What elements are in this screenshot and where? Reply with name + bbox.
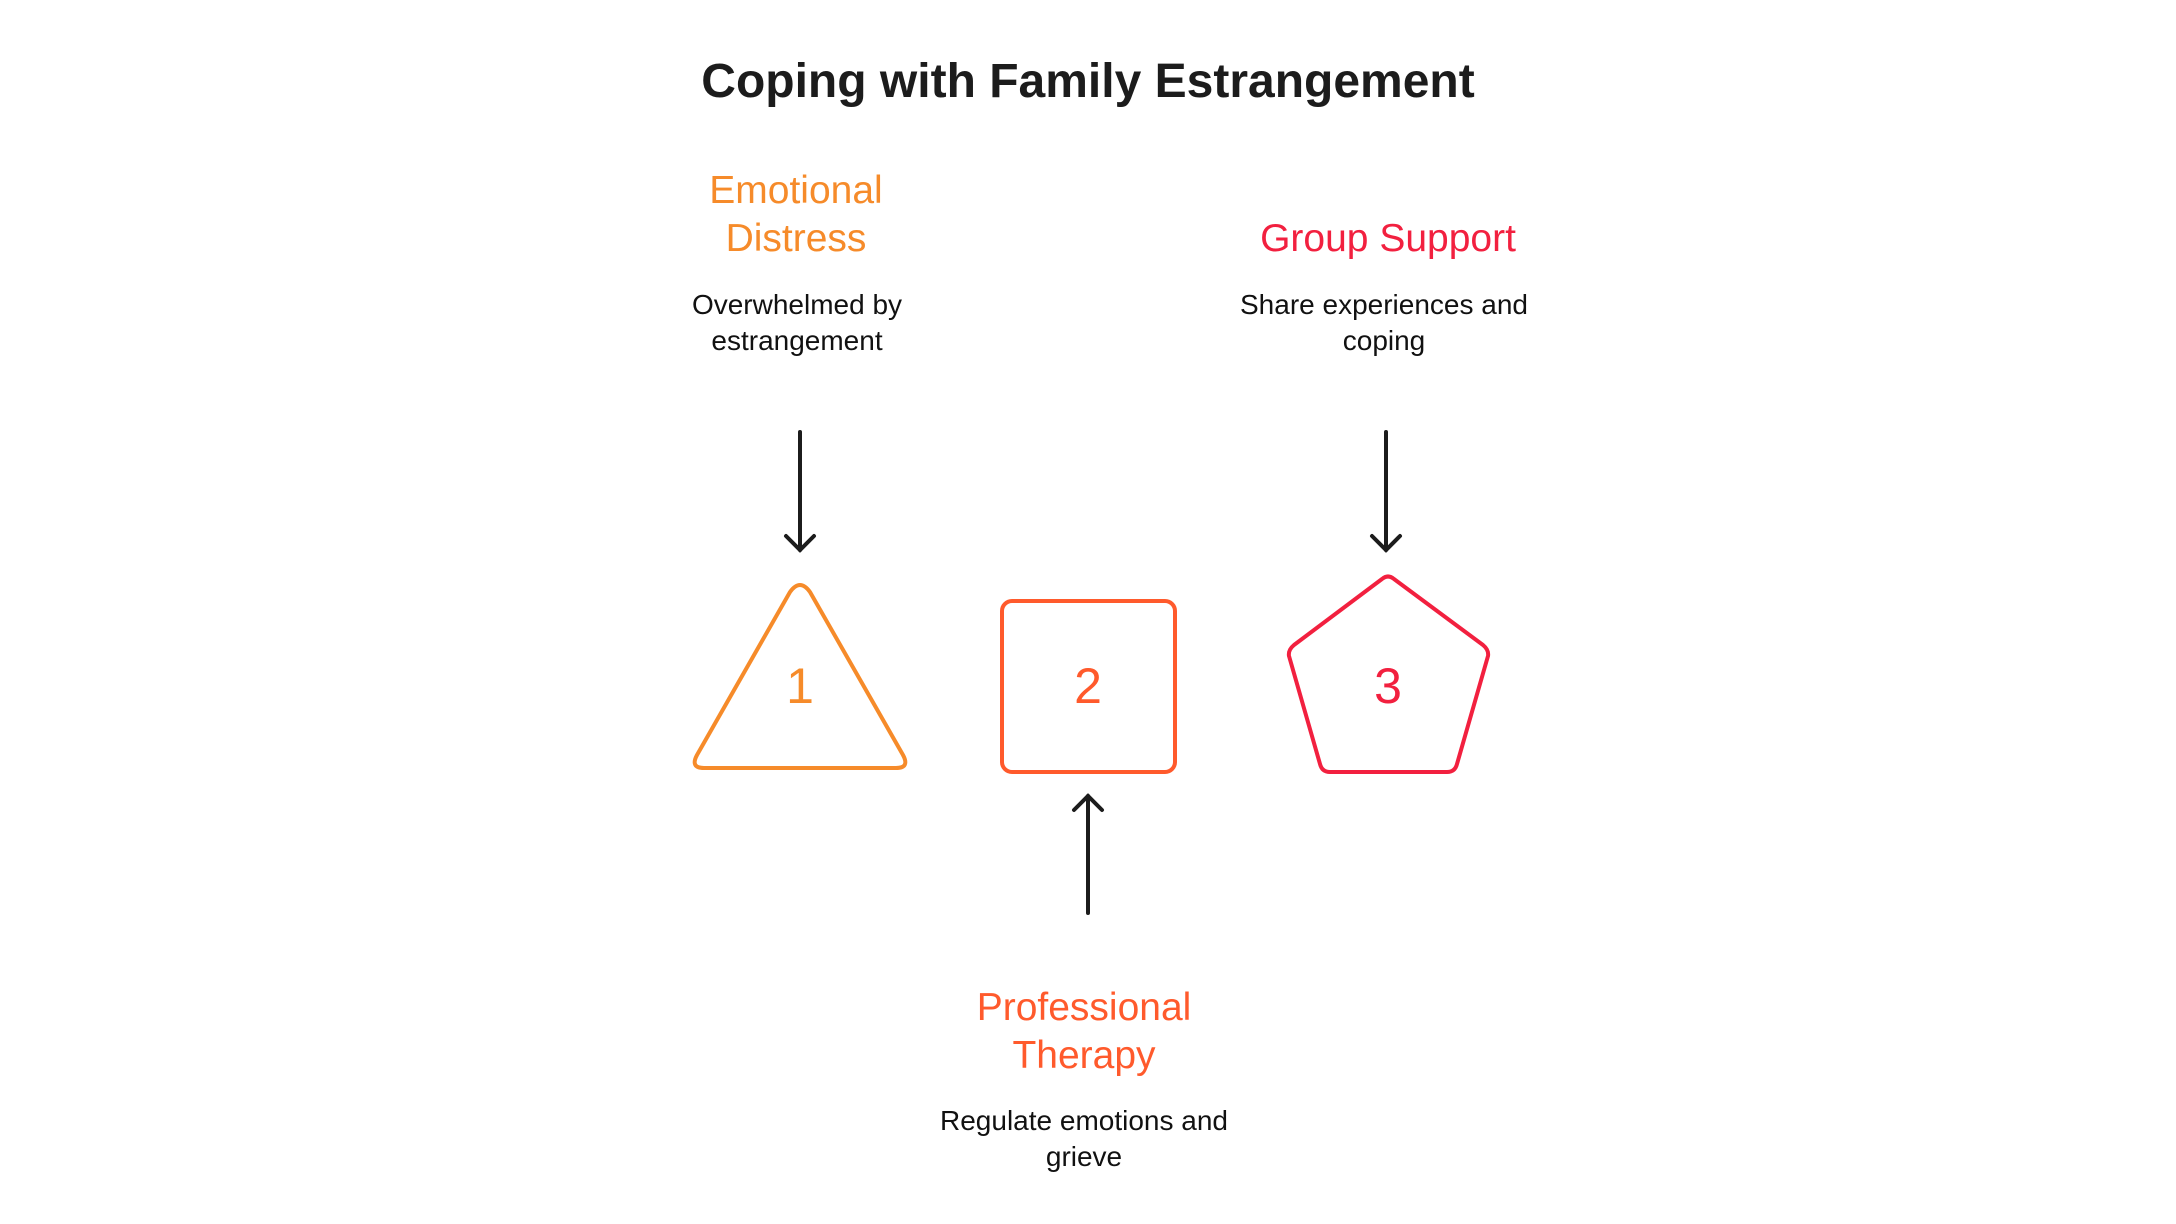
- description-line: estrangement: [711, 325, 883, 356]
- heading-line: Distress: [725, 217, 867, 260]
- step-1-heading: Emotional Distress: [709, 167, 882, 263]
- heading-line: Emotional: [709, 169, 883, 212]
- step-3-number: 3: [1374, 658, 1402, 714]
- step-1-number: 1: [786, 658, 814, 714]
- pentagon-shape: [1286, 574, 1491, 774]
- step-3-description: Share experiences and coping: [1240, 287, 1528, 359]
- step-1-description: Overwhelmed by estrangement: [692, 287, 902, 359]
- page-title: Coping with Family Estrangement: [701, 55, 1475, 108]
- step-3-heading: Group Support: [1260, 215, 1516, 263]
- step-2-heading: Professional Therapy: [977, 984, 1192, 1080]
- description-line: grieve: [1045, 1141, 1123, 1172]
- description-line: Overwhelmed by: [691, 289, 903, 320]
- description-line: Share experiences and: [1240, 289, 1528, 320]
- triangle-shape: [692, 583, 908, 770]
- description-line: Regulate emotions and: [940, 1105, 1228, 1136]
- heading-line: Therapy: [1012, 1034, 1156, 1077]
- heading-line: Professional: [976, 986, 1192, 1029]
- square-shape: [1000, 599, 1177, 774]
- step-2-number: 2: [1074, 658, 1102, 714]
- step-2-description: Regulate emotions and grieve: [940, 1103, 1228, 1175]
- heading-line: Group Support: [1260, 217, 1516, 260]
- arrow-down-3: [1370, 430, 1402, 553]
- arrow-down-1: [784, 430, 816, 553]
- description-line: coping: [1342, 325, 1426, 356]
- arrow-up-2: [1072, 793, 1104, 915]
